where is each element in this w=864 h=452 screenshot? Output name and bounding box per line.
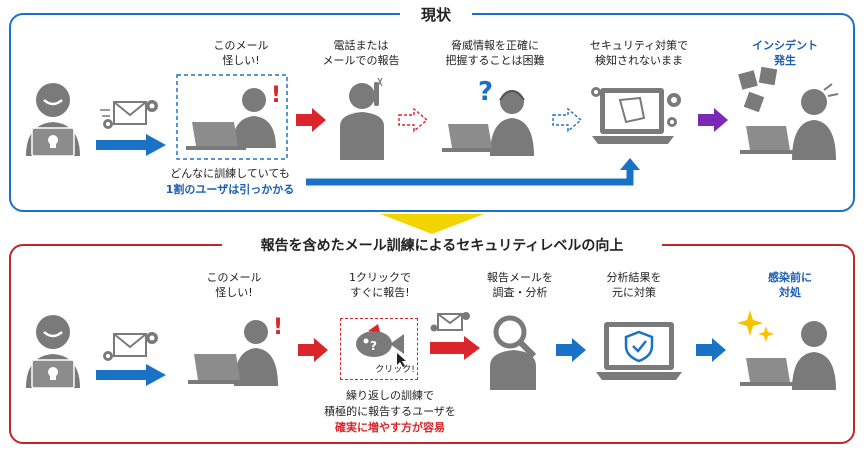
transition-down-arrow bbox=[380, 214, 484, 234]
caption-phone-report: 電話またはメールでの報告 bbox=[322, 39, 400, 67]
arrow-red-3 bbox=[430, 336, 480, 360]
suspicious-user-icon: ! bbox=[176, 74, 288, 160]
caption-countermeasure: 分析結果を元に対策 bbox=[606, 271, 662, 299]
safe-user-icon bbox=[737, 310, 836, 390]
caption-incident: インシデント発生 bbox=[752, 39, 818, 67]
cursor-icon bbox=[397, 353, 406, 367]
phone-user-icon bbox=[340, 77, 384, 160]
caption-suspicious-bottom: このメール怪しい! bbox=[206, 271, 262, 299]
hacker-icon bbox=[26, 83, 80, 157]
panel-title-current: 現状 bbox=[400, 4, 472, 25]
caption-pre-infection: 感染前に対処 bbox=[768, 271, 812, 299]
arrow-blue-2 bbox=[96, 364, 166, 386]
investigator-icon bbox=[490, 315, 537, 390]
caption-undetected: セキュリティ対策で検知されないまま bbox=[589, 39, 689, 67]
phishing-email-icon-bottom bbox=[103, 332, 158, 361]
top-note: どんなに訓練していても 1割のユーザは引っかかる bbox=[165, 167, 295, 196]
arrow-red-2 bbox=[298, 338, 328, 362]
bottom-note: 繰り返しの訓練で 積極的に報告するユーザを 確実に増やす方が容易 bbox=[324, 389, 456, 434]
reported-email-icon bbox=[430, 312, 470, 332]
arrow-red-1 bbox=[296, 108, 326, 132]
arrow-blue-4 bbox=[696, 338, 726, 362]
caption-one-click: 1クリックですぐに報告! bbox=[349, 271, 411, 299]
arrow-blue-1 bbox=[96, 134, 166, 156]
svg-text:?: ? bbox=[370, 339, 377, 353]
return-arrow-line bbox=[306, 158, 640, 186]
suspicious-user-icon-bottom: ! bbox=[188, 315, 283, 386]
arrow-purple bbox=[698, 108, 728, 132]
phishing-email-icon bbox=[100, 100, 158, 129]
caption-suspicious-top: このメール怪しい! bbox=[213, 39, 269, 67]
caption-hard-to-grasp: 脅威情報を正確に把握することは困難 bbox=[445, 39, 545, 67]
arrow-red-outline bbox=[398, 107, 429, 133]
shield-laptop-icon bbox=[596, 322, 682, 380]
incident-user-icon bbox=[738, 66, 839, 160]
infected-laptop-icon bbox=[591, 87, 681, 144]
caption-analysis: 報告メールを調査・分析 bbox=[487, 271, 553, 299]
click-label: クリック! bbox=[375, 365, 415, 375]
confused-analyst-icon: ? bbox=[442, 77, 534, 156]
hacker-icon-bottom bbox=[26, 315, 80, 389]
svg-text:?: ? bbox=[478, 77, 493, 107]
svg-text:!: ! bbox=[271, 83, 281, 108]
arrow-blue-outline bbox=[552, 107, 583, 133]
report-button-box[interactable] bbox=[340, 318, 418, 380]
svg-text:!: ! bbox=[273, 315, 283, 340]
phish-report-button-icon: ? bbox=[356, 324, 404, 357]
arrow-blue-3 bbox=[556, 338, 586, 362]
panel-title-improved: 報告を含めたメール訓練によるセキュリティレベルの向上 bbox=[222, 235, 662, 255]
